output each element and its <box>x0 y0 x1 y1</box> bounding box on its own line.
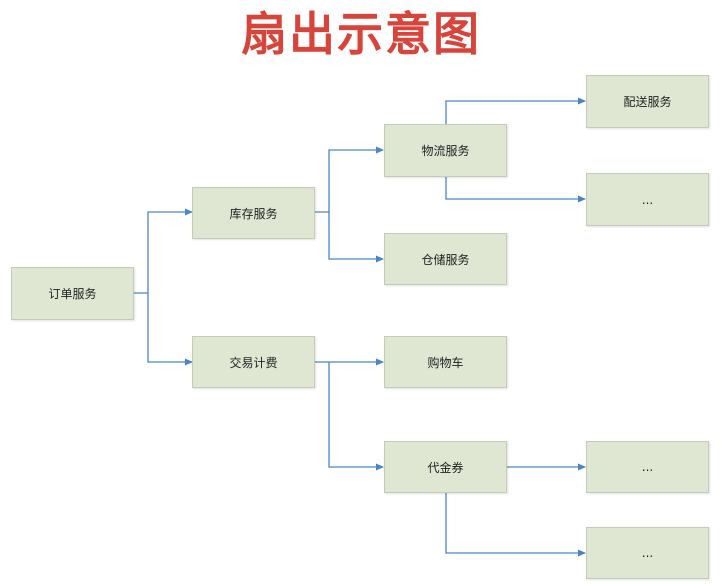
node-inventory-service: 库存服务 <box>192 187 315 239</box>
edge-logistics-delivery <box>445 97 586 124</box>
edge-inventory-warehouse <box>328 212 384 263</box>
edge-trade-voucher <box>328 362 384 471</box>
edge-voucher-more-2 <box>445 493 586 557</box>
node-order-service: 订单服务 <box>11 267 134 320</box>
node-warehouse-service: 仓储服务 <box>384 233 507 285</box>
node-logistics-service: 物流服务 <box>384 124 507 177</box>
edge-order-inventory <box>134 208 193 294</box>
node-more-voucher-2: ... <box>586 527 709 579</box>
edge-inventory-logistics <box>315 146 384 213</box>
node-more-voucher-1: ... <box>586 441 709 493</box>
diagram-title: 扇出示意图 <box>241 7 481 61</box>
edge-order-trade <box>147 293 193 366</box>
edge-logistics-more <box>445 177 586 203</box>
node-trade-billing: 交易计费 <box>192 336 315 388</box>
node-voucher: 代金券 <box>384 441 507 493</box>
node-delivery-service: 配送服务 <box>586 75 709 128</box>
node-more-logistics: ... <box>586 173 709 226</box>
node-shopping-cart: 购物车 <box>384 336 507 388</box>
